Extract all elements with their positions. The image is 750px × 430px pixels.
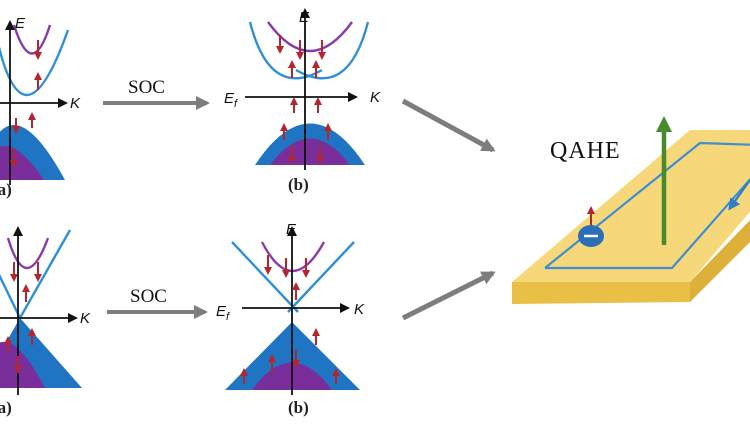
converge-arrow-top (401, 98, 496, 153)
conduction-cone-left (0, 273, 22, 319)
valence-band-purple (0, 146, 44, 180)
converge-arrow-bottom (401, 270, 496, 321)
conduction-cone-right (287, 241, 355, 313)
panel-label-b: (b) (288, 398, 309, 417)
bottom-soc-transition: SOC (107, 286, 208, 319)
soc-label: SOC (128, 77, 165, 98)
fermi-level-label: Ef (224, 90, 238, 110)
panel-label-b: (b) (288, 175, 309, 194)
energy-axis-label: E (15, 15, 26, 32)
momentum-axis-label: K (370, 89, 381, 106)
top-soc-transition: SOC (103, 77, 210, 110)
top-panel-a: E K (a) (0, 15, 81, 199)
electron-minus-icon (578, 225, 604, 247)
panel-label-a: (a) (0, 180, 12, 199)
panel-label-a: (a) (0, 398, 12, 417)
slab-top-face (512, 130, 750, 282)
edge-current-arrow (728, 179, 750, 211)
conduction-cone-right (18, 229, 72, 319)
slab-right-side (690, 220, 750, 302)
top-panel-b: E Ef K (b) (224, 8, 381, 194)
momentum-axis-label: K (70, 95, 81, 112)
spin-arrows (4, 262, 42, 374)
bottom-panel-b: E Ef K (b) (216, 221, 365, 417)
conduction-band-purple (12, 24, 52, 55)
conduction-band-blue (0, 29, 70, 96)
conduction-band-purple (6, 237, 50, 270)
momentum-axis-label: K (80, 310, 91, 327)
fermi-level-label: Ef (216, 303, 230, 323)
bottom-panel-a: K (a) (0, 226, 91, 417)
conduction-band-blue-left (248, 21, 323, 80)
qahe-label: QAHE (550, 138, 621, 164)
soc-label: SOC (130, 286, 167, 307)
qahe-slab: QAHE (512, 116, 750, 304)
spin-arrows (276, 35, 332, 164)
slab-front-side (512, 282, 690, 304)
valence-cone-purple (0, 341, 45, 388)
spin-arrows (10, 40, 42, 168)
conduction-band-blue-right (295, 21, 370, 80)
conduction-band-purple (267, 21, 353, 53)
energy-axis-label: E (286, 221, 297, 238)
energy-axis-label: E (299, 9, 310, 26)
conduction-cone-left (231, 241, 299, 313)
conduction-band-purple (260, 241, 326, 272)
momentum-axis-label: K (354, 301, 365, 318)
spin-arrows (240, 255, 340, 384)
